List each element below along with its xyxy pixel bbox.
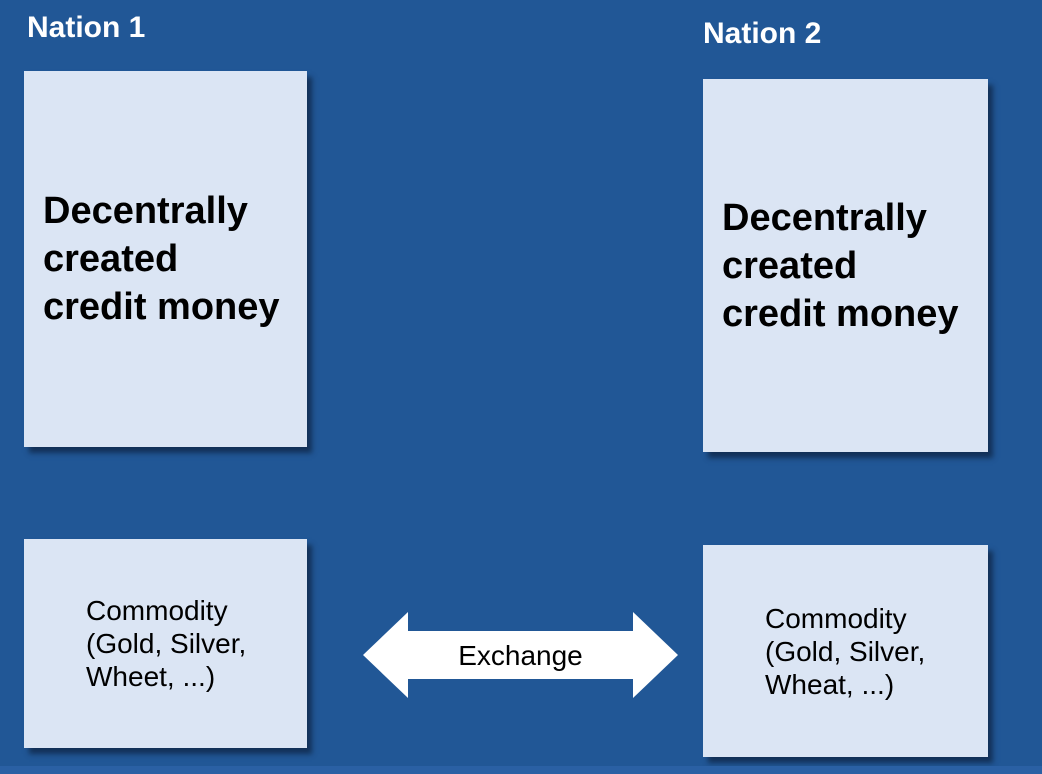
commodity-box-nation2: Commodity (Gold, Silver, Wheat, ...) (703, 545, 988, 757)
credit-money-text-nation1: Decentrally created credit money (43, 190, 280, 328)
nation1-label: Nation 1 (27, 11, 146, 44)
nation2-label: Nation 2 (703, 17, 822, 50)
bottom-strip (0, 766, 1042, 774)
credit-money-text-nation2: Decentrally created credit money (722, 196, 959, 335)
credit-money-box-nation1: Decentrally created credit money (24, 71, 307, 447)
commodity-text-nation2: Commodity (Gold, Silver, Wheat, ...) (765, 602, 926, 700)
exchange-label: Exchange (458, 640, 583, 671)
exchange-double-arrow-icon (363, 612, 678, 698)
commodity-text-nation1: Commodity (Gold, Silver, Wheet, ...) (86, 595, 247, 692)
credit-money-box-nation2: Decentrally created credit money (703, 79, 988, 452)
commodity-box-nation1: Commodity (Gold, Silver, Wheet, ...) (24, 539, 307, 748)
